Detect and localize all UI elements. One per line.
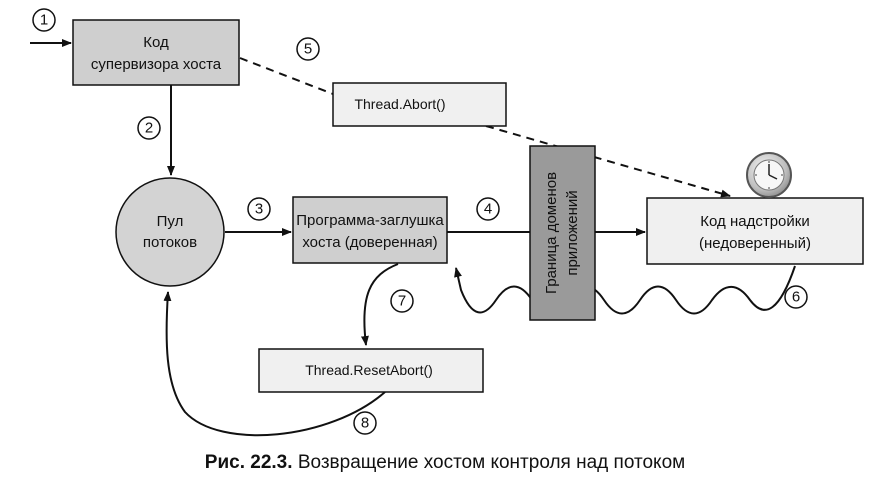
step-marker-6: 6 <box>784 285 808 309</box>
step-number: 8 <box>361 415 369 432</box>
addin-node: Код надстройки (недоверенный) <box>646 197 864 265</box>
step-marker-7: 7 <box>390 289 414 313</box>
abort-label: Thread.Abort() <box>354 96 445 112</box>
step-marker-3: 3 <box>247 197 271 221</box>
reset-abort-label: Thread.ResetAbort() <box>305 362 433 378</box>
diagram: Код супервизора хоста Thread.Abort() Пул… <box>30 8 864 437</box>
supervisor-label-line2: супервизора хоста <box>91 56 222 73</box>
step-marker-4: 4 <box>476 197 500 221</box>
addin-label-line1: Код надстройки <box>700 213 809 230</box>
caption-text: Возвращение хостом контроля над потоком <box>297 452 686 473</box>
step-marker-1: 1 <box>32 8 56 32</box>
pool-label-line2: потоков <box>143 234 197 251</box>
step-number: 1 <box>40 12 48 29</box>
step-number: 4 <box>484 201 492 218</box>
boundary-node: Граница доменов приложений <box>529 145 596 321</box>
step-marker-5: 5 <box>296 37 320 61</box>
reset-abort-node: Thread.ResetAbort() <box>258 348 484 393</box>
step-number: 6 <box>792 289 800 306</box>
step-marker-2: 2 <box>137 116 161 140</box>
caption-label: Рис. 22.3. <box>204 452 293 473</box>
step-number: 5 <box>304 41 312 58</box>
step-number: 2 <box>145 120 153 137</box>
dashed-abort-line-lower <box>485 125 731 198</box>
addin-label-line2: (недоверенный) <box>699 235 811 252</box>
stub-label-line2: хоста (доверенная) <box>302 234 437 251</box>
resetabort-to-pool-arrow <box>163 291 386 437</box>
step-number: 3 <box>255 201 263 218</box>
supervisor-label-line1: Код <box>143 34 169 51</box>
dashed-abort-line-upper <box>239 57 334 95</box>
stub-to-resetabort-arrow <box>360 263 399 346</box>
boundary-label-line2: приложений <box>564 190 581 275</box>
wavy-return-arrow <box>454 265 796 315</box>
abort-node: Thread.Abort() <box>332 82 507 127</box>
supervisor-node: Код супервизора хоста <box>72 19 240 86</box>
boundary-label-line1: Граница доменов <box>543 172 560 294</box>
figure-caption: Рис. 22.3. Возвращение хостом контроля н… <box>0 452 890 474</box>
step-number: 7 <box>398 293 406 310</box>
stub-label-line1: Программа-заглушка <box>296 212 444 229</box>
pool-node: Пул потоков <box>115 177 225 287</box>
pool-label-line1: Пул <box>157 213 184 230</box>
step-marker-8: 8 <box>353 411 377 435</box>
stub-node: Программа-заглушка хоста (доверенная) <box>292 196 448 264</box>
timer-icon <box>746 152 792 198</box>
